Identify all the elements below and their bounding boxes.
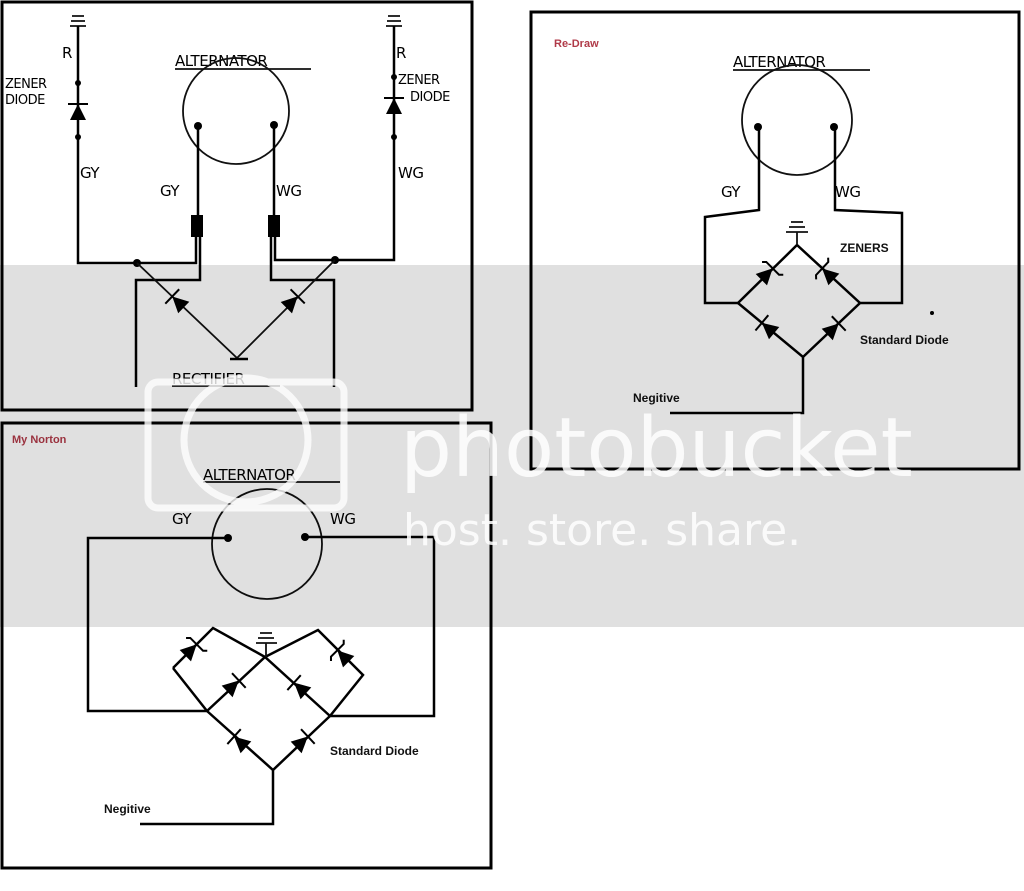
panel-title: My Norton [12, 434, 67, 446]
zener-diode-icon [179, 636, 208, 662]
my-norton-panel: My Norton ALTERNATOR GY WG Standard Diod… [0, 421, 493, 870]
watermark-band [0, 265, 1024, 627]
zener-diode-icon [329, 639, 355, 668]
wire [140, 710, 331, 826]
wg-label: WG [330, 510, 355, 528]
alternator-label: ALTERNATOR [203, 466, 295, 484]
diode-icon [384, 97, 404, 114]
diode-icon [221, 672, 247, 698]
zener-label: ZENER [5, 77, 47, 92]
ground-symbol [786, 221, 808, 245]
junction-dot [391, 134, 397, 140]
wg-label: WG [276, 182, 301, 200]
zener-diode-icon [755, 260, 784, 286]
standard-diode-label: Standard Diode [860, 333, 949, 347]
zener-diode-icon [814, 257, 840, 286]
r-label: R [396, 44, 406, 62]
gy-label: GY [160, 182, 180, 200]
diode-icon [754, 314, 780, 340]
diode-icon [290, 728, 316, 754]
gy-wire-label: GY [80, 164, 100, 182]
watermark-tagline: host. store. share. [403, 505, 801, 556]
diode-icon [68, 103, 88, 120]
panel-title: Re-Draw [554, 38, 599, 50]
wire [196, 125, 276, 215]
watermark: photobucket host. store. share. [0, 265, 1024, 627]
gy-label: GY [721, 183, 741, 201]
panel-frame [529, 10, 1021, 471]
watermark-brand: photobucket [400, 401, 913, 496]
wire [833, 127, 904, 305]
alternator-circle [741, 64, 853, 176]
wire [670, 243, 862, 415]
wg-wire-label: WG [398, 164, 423, 182]
standard-diode-label: Standard Diode [330, 744, 419, 758]
alternator-label: ALTERNATOR [733, 53, 825, 71]
connector [268, 215, 280, 237]
zener-label: ZENER [398, 73, 440, 88]
wg-label: WG [835, 183, 860, 201]
r-label: R [62, 44, 72, 62]
diode-label: DIODE [410, 90, 450, 105]
wire [86, 536, 228, 713]
diode-icon [821, 315, 847, 341]
diode-icon [164, 288, 190, 314]
alternator-circle [211, 488, 323, 600]
negative-label: Negitive [633, 391, 680, 405]
diode-label: DIODE [5, 93, 45, 108]
stray-dot [930, 311, 934, 315]
zeners-label: ZENERS [840, 241, 889, 255]
connector [191, 215, 203, 237]
alternator-circle [182, 57, 290, 165]
diode-icon [286, 674, 312, 700]
junction-dot [75, 134, 81, 140]
ground-symbol [256, 632, 277, 657]
wire [172, 626, 365, 717]
gy-label: GY [172, 510, 192, 528]
alternator-label: ALTERNATOR [175, 52, 267, 70]
original-schematic-panel: ALTERNATOR GY WG R ZENER DIODE GY R ZENE… [0, 0, 474, 412]
junction-dot [391, 74, 397, 80]
junction-dot [75, 80, 81, 86]
wire [703, 127, 761, 305]
camera-logo-icon [144, 374, 348, 512]
wire [305, 535, 436, 718]
diode-icon [226, 728, 252, 754]
redraw-panel: Re-Draw ALTERNATOR GY WG ZENERS Standard… [529, 10, 1021, 471]
negative-label: Negitive [104, 802, 151, 816]
